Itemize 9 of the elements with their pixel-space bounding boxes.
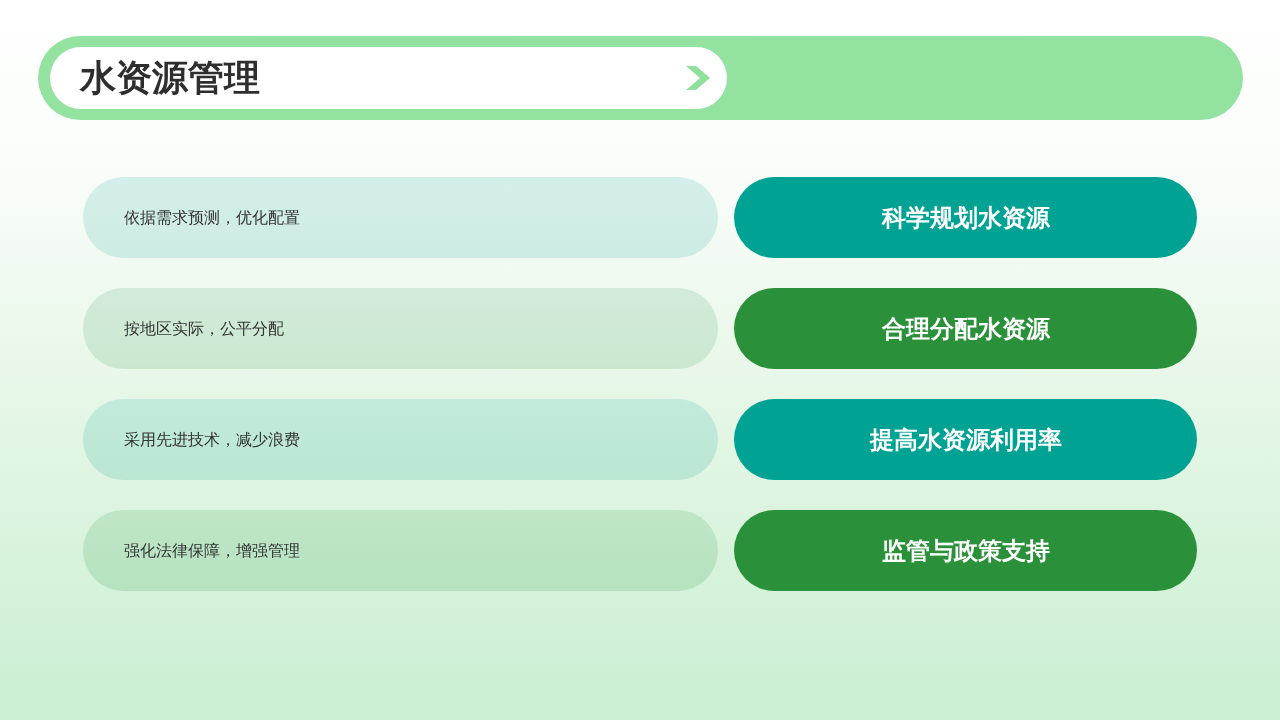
description-text: 强化法律保障，增强管理 [124,540,300,561]
heading-text: 提高水资源利用率 [869,424,1062,455]
description-text: 采用先进技术，减少浪费 [124,429,300,450]
title: 水资源管理 [80,57,260,99]
heading-text: 科学规划水资源 [881,202,1050,233]
description-text: 依据需求预测，优化配置 [124,207,300,228]
heading-text: 监管与政策支持 [881,535,1050,566]
heading-text: 合理分配水资源 [881,313,1050,344]
description-text: 按地区实际，公平分配 [124,318,284,339]
